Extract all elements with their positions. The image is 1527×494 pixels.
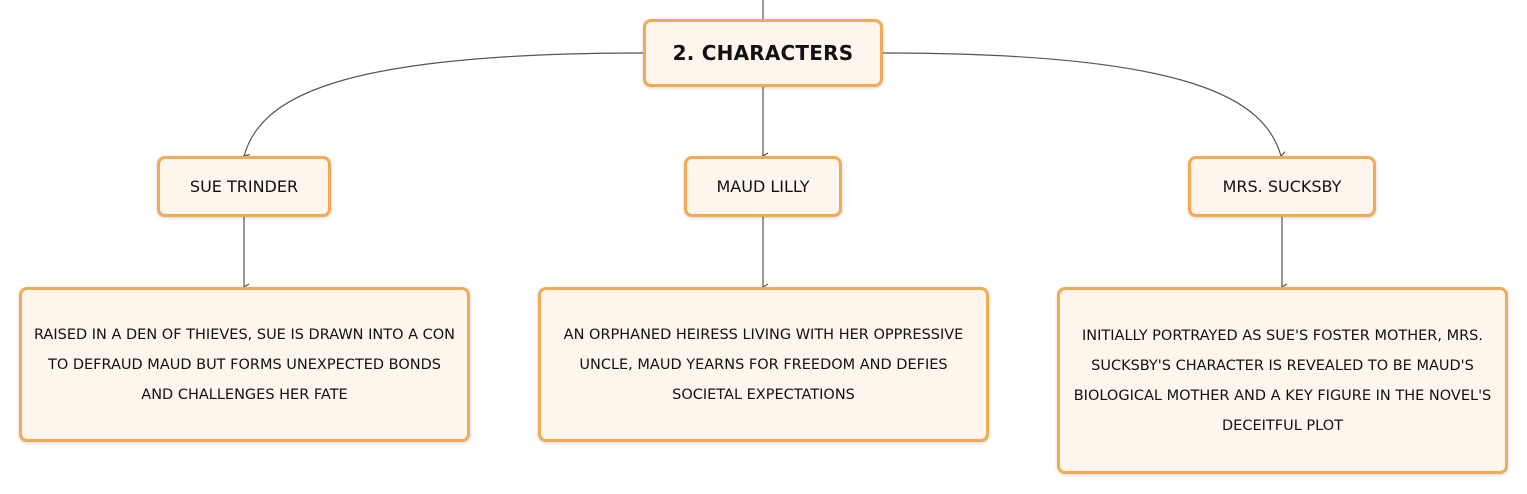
character-name-maud-lilly: MAUD LILLY [716, 177, 810, 196]
description-node-mrs-sucksby[interactable]: INITIALLY PORTRAYED AS SUE'S FOSTER MOTH… [1057, 287, 1508, 474]
description-node-maud-lilly[interactable]: AN ORPHANED HEIRESS LIVING WITH HER OPPR… [538, 287, 989, 442]
description-text-sue-trinder: RAISED IN A DEN OF THIEVES, SUE IS DRAWN… [33, 326, 456, 403]
character-name-sue-trinder: SUE TRINDER [189, 177, 299, 196]
connector-root-to-sue-trinder [242, 52, 644, 161]
root-node-characters[interactable]: 2. CHARACTERS [643, 19, 883, 87]
description-text-maud-lilly: AN ORPHANED HEIRESS LIVING WITH HER OPPR… [563, 326, 964, 403]
character-node-maud-lilly[interactable]: MAUD LILLY [684, 156, 842, 217]
character-name-mrs-sucksby: MRS. SUCKSBY [1222, 177, 1342, 196]
connector-root-to-mrs-sucksby [882, 52, 1287, 159]
root-node-label: 2. CHARACTERS [672, 41, 854, 65]
description-node-sue-trinder[interactable]: RAISED IN A DEN OF THIEVES, SUE IS DRAWN… [19, 287, 470, 442]
description-text-mrs-sucksby: INITIALLY PORTRAYED AS SUE'S FOSTER MOTH… [1073, 327, 1492, 434]
character-node-sue-trinder[interactable]: SUE TRINDER [157, 156, 331, 217]
character-node-mrs-sucksby[interactable]: MRS. SUCKSBY [1188, 156, 1376, 217]
